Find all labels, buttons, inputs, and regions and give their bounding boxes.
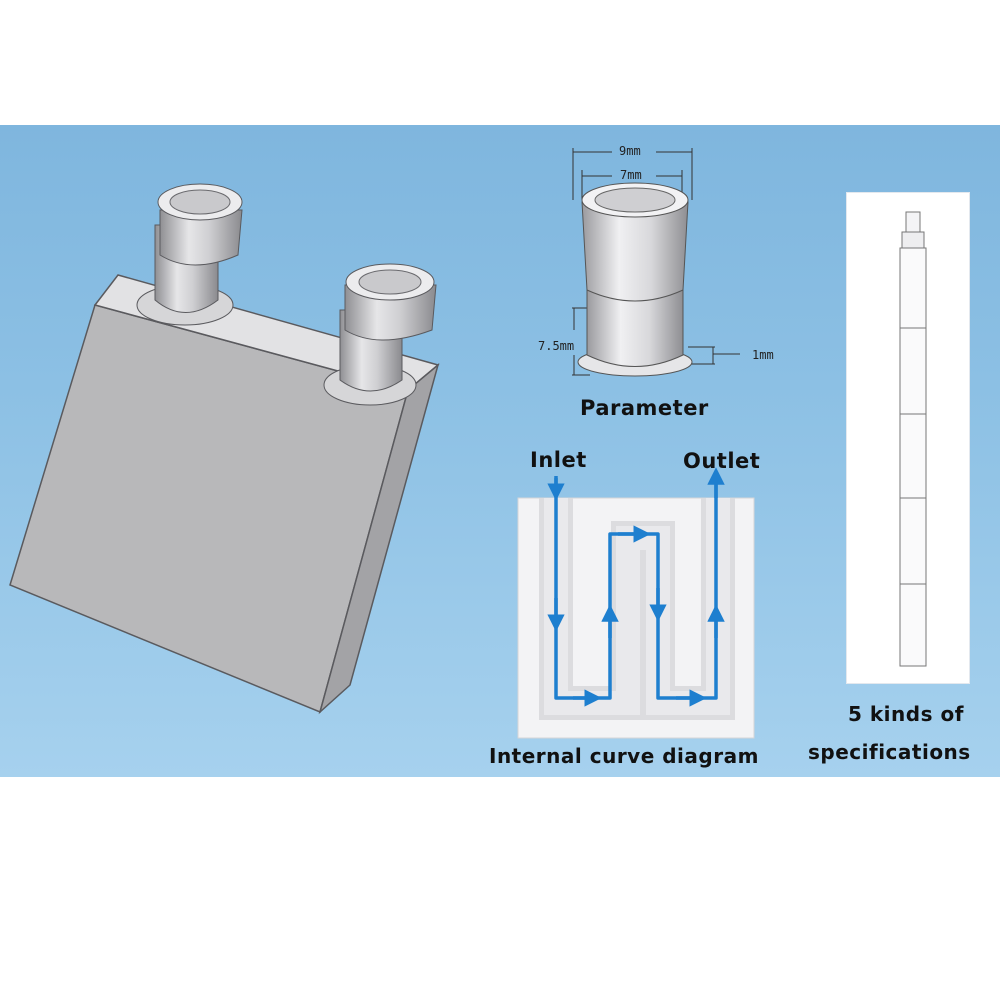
spec-rod-icon (899, 211, 927, 667)
specs-line1: 5 kinds of (848, 702, 964, 726)
channel-diagram-icon (517, 467, 755, 739)
specs-line2: specifications (808, 740, 971, 764)
bottom-whitespace (0, 777, 1000, 1000)
fitting-icon (572, 148, 740, 377)
parameter-label: Parameter (580, 396, 709, 420)
inner-diameter-label: 7mm (620, 168, 642, 182)
outer-diameter-label: 9mm (619, 144, 641, 158)
internal-curve-label: Internal curve diagram (489, 744, 759, 768)
water-block-icon (9, 183, 440, 715)
flange-label: 1mm (752, 348, 774, 362)
outlet-label: Outlet (683, 449, 761, 473)
inlet-label: Inlet (530, 448, 587, 472)
height-label: 7.5mm (538, 339, 575, 353)
